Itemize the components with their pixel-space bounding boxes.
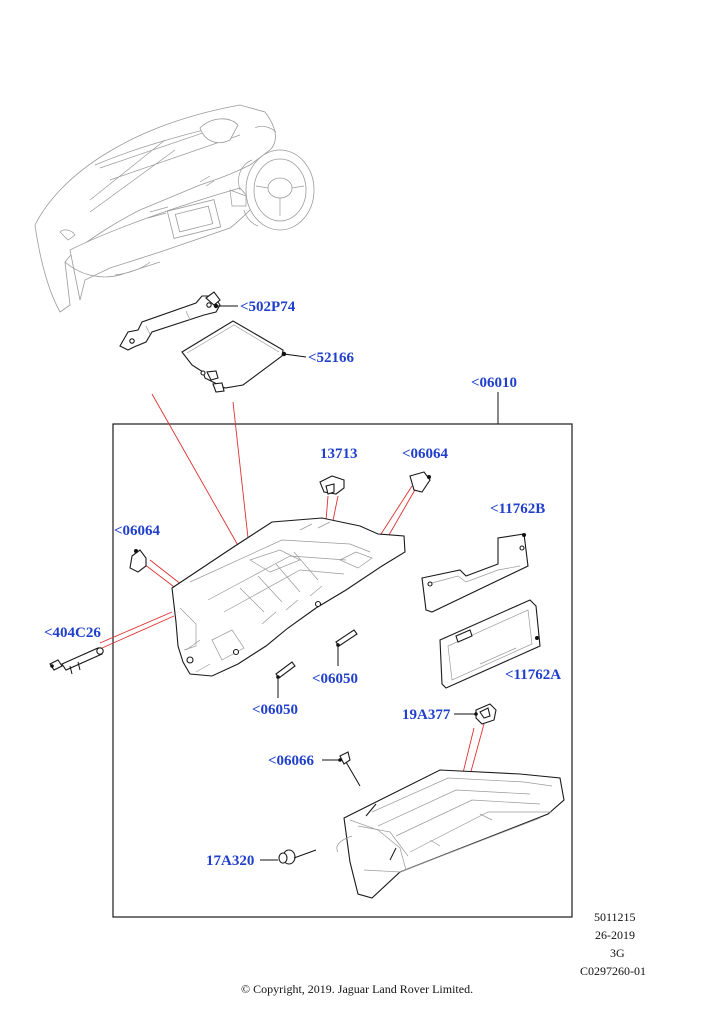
- panel-11762B: [421, 533, 529, 613]
- callout-11762A[interactable]: <11762A: [505, 667, 561, 683]
- assembly-frame: [112, 423, 573, 918]
- cover-52166: [181, 320, 284, 393]
- callout-17A320[interactable]: 17A320: [206, 853, 254, 869]
- clip-06064-top: [409, 471, 431, 493]
- ref-line-3: 3G: [610, 946, 625, 960]
- callout-06066[interactable]: <06066: [268, 753, 315, 769]
- callout-11762B[interactable]: <11762B: [490, 501, 545, 517]
- pin-06050-right: [335, 629, 358, 666]
- callout-06050-right[interactable]: <06050: [312, 671, 358, 687]
- callout-06010[interactable]: <06010: [471, 375, 517, 391]
- callout-13713[interactable]: 13713: [320, 446, 358, 462]
- screw-06066: [322, 751, 361, 787]
- callout-52166[interactable]: <52166: [308, 350, 355, 366]
- leaders-upper: [213, 303, 499, 424]
- callout-502P74[interactable]: <502P74: [240, 299, 296, 315]
- clip-13713: [319, 475, 345, 495]
- ref-line-4: C0297260-01: [580, 964, 646, 978]
- ref-line-2: 26-2019: [595, 928, 635, 942]
- bumper-17A320: [260, 849, 317, 865]
- pin-06050-left: [275, 661, 296, 698]
- dashboard-context-illustration: [34, 104, 315, 313]
- bracket-502P74: [119, 291, 221, 351]
- copyright-notice: © Copyright, 2019. Jaguar Land Rover Lim…: [241, 982, 473, 996]
- crossmember-assembly: [171, 517, 406, 677]
- glovebox-bin: [336, 769, 565, 899]
- sensor-404C26: [49, 647, 104, 675]
- ref-line-1: 5011215: [594, 910, 636, 924]
- callout-06050-left[interactable]: <06050: [252, 702, 298, 718]
- panel-11762A: [439, 599, 541, 689]
- callout-404C26[interactable]: <404C26: [44, 625, 101, 641]
- latch-19A377: [454, 703, 497, 725]
- reference-block: 5011215 26-2019 3G C0297260-01: [580, 910, 646, 978]
- callout-19A377[interactable]: 19A377: [402, 707, 451, 723]
- callout-06064-left[interactable]: <06064: [114, 523, 161, 539]
- callout-06064-top[interactable]: <06064: [402, 446, 449, 462]
- clip-06064-left: [129, 549, 147, 573]
